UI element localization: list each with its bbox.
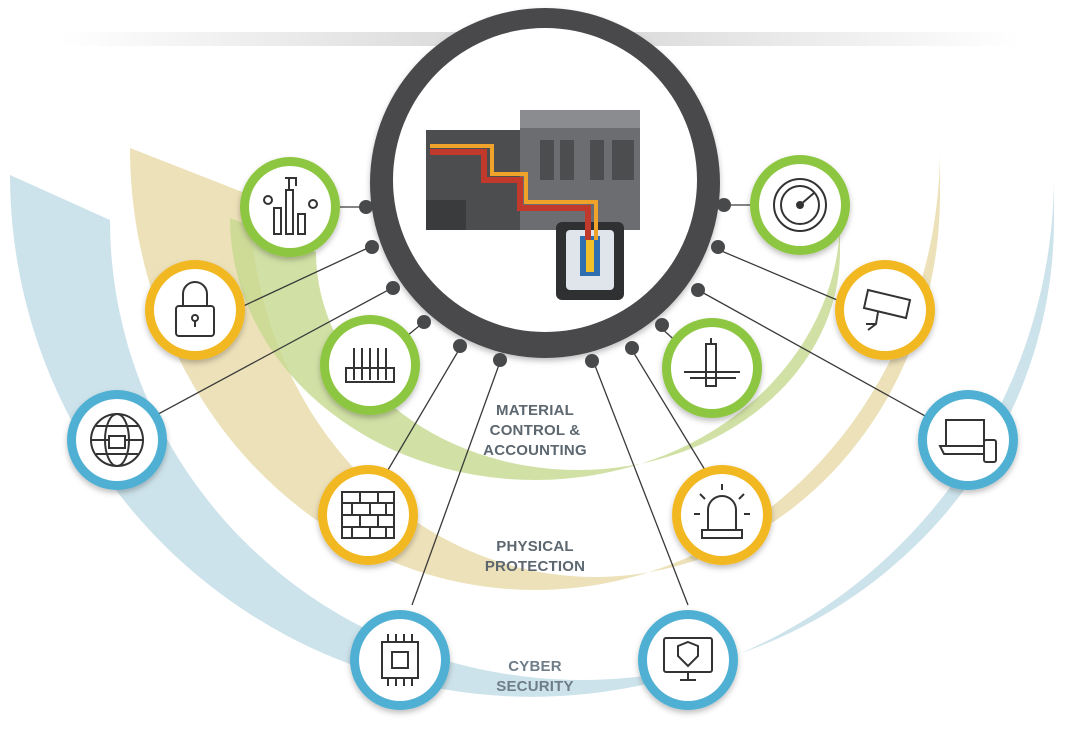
node-fuel-rod-handling <box>662 318 762 418</box>
band-physical-protection <box>130 148 940 590</box>
connector-lines <box>124 204 946 606</box>
node-gauge <box>750 155 850 255</box>
brick-wall-icon <box>341 491 395 539</box>
node-security-camera <box>835 260 935 360</box>
band-cyber-security <box>10 175 1054 697</box>
reactor-facility-icon <box>426 110 640 300</box>
band-material-control <box>230 218 840 480</box>
hub <box>359 8 731 368</box>
security-camera-icon <box>862 288 912 331</box>
node-probes <box>240 157 340 257</box>
padlock-icon <box>175 281 215 337</box>
monitor-shield-icon <box>663 637 713 681</box>
node-alarm-light <box>672 465 772 565</box>
fuel-rod-handling-icon <box>684 338 740 387</box>
secure-globe-icon <box>90 413 144 467</box>
node-microchip <box>350 610 450 710</box>
node-test-tubes <box>320 315 420 415</box>
node-secure-globe <box>67 390 167 490</box>
label-material-control-accounting: MATERIAL CONTROL & ACCOUNTING <box>483 402 587 459</box>
probes-icon <box>263 177 318 235</box>
microchip-icon <box>381 634 419 686</box>
label-cyber-security: CYBER SECURITY <box>496 658 574 695</box>
laptop-phone-icon <box>938 419 997 463</box>
node-laptop-phone <box>918 390 1018 490</box>
gauge-icon <box>773 178 827 232</box>
node-brick-wall <box>318 465 418 565</box>
node-monitor-shield <box>638 610 738 710</box>
label-physical-protection: PHYSICAL PROTECTION <box>484 538 586 575</box>
node-padlock <box>145 260 245 360</box>
test-tubes-icon <box>345 348 395 383</box>
alarm-light-icon <box>694 484 750 539</box>
